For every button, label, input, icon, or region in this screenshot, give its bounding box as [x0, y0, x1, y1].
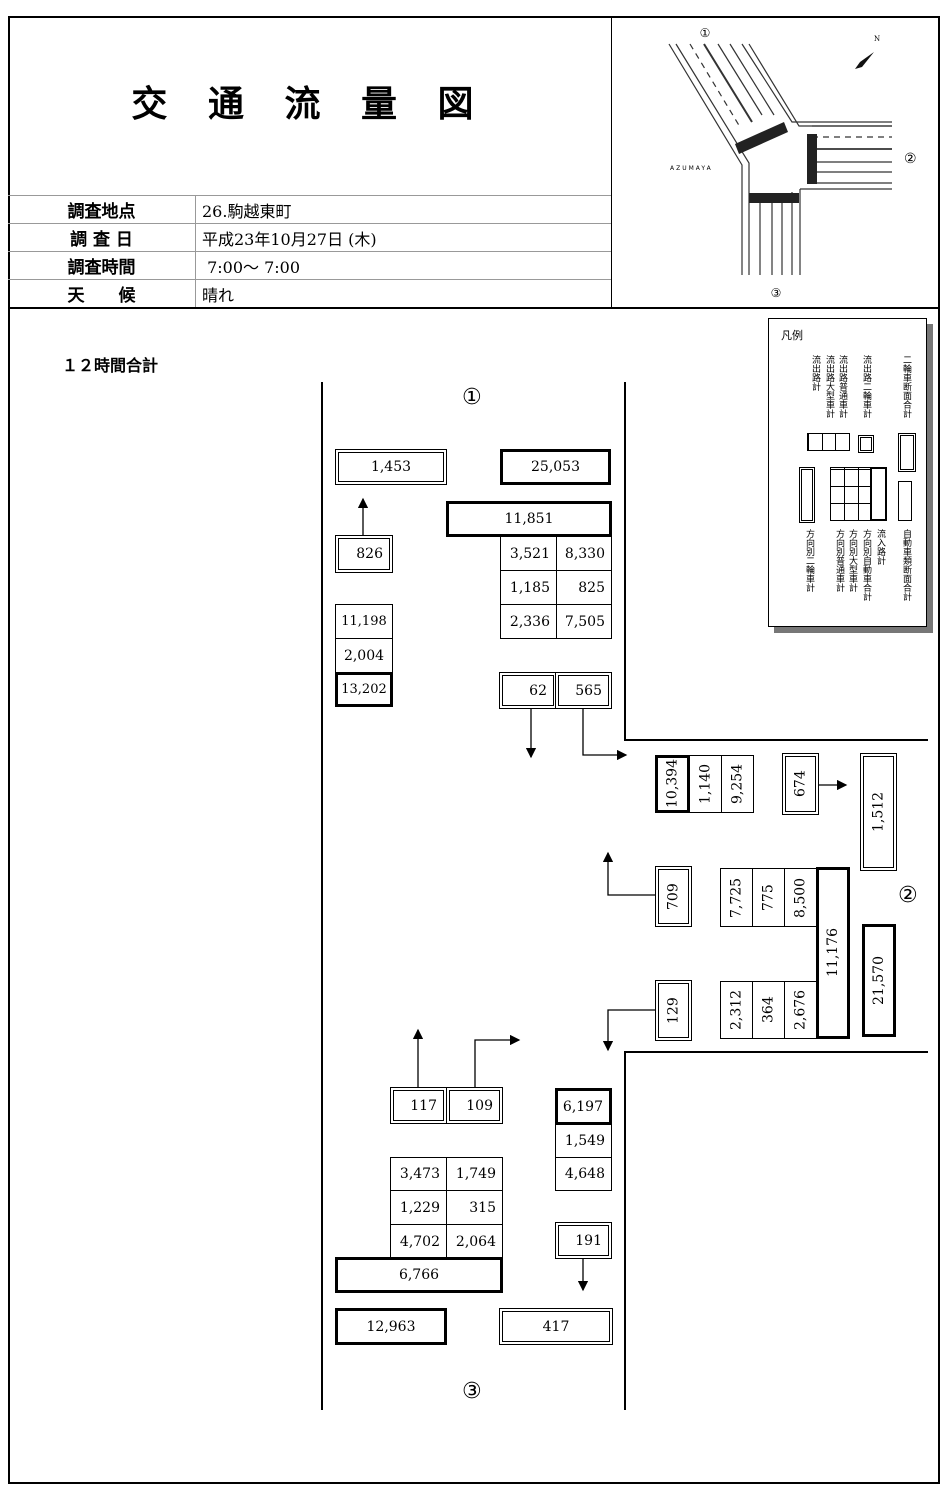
info-row-time: 調査時間 7:00～ 7:00	[8, 251, 611, 279]
a3-outflow-bike: 191	[555, 1222, 612, 1259]
a2-grid-cell: 775	[752, 868, 785, 927]
legend-dir-large: 方向別大型車計	[847, 529, 857, 592]
a3-grid-cell: 315	[446, 1190, 503, 1225]
map-approach-2: ②	[904, 151, 917, 167]
legend-bike-cross: 二輪車断面合計	[901, 355, 911, 418]
legend-outflow-box	[807, 433, 850, 451]
legend-out-total: 流出路計	[810, 355, 820, 391]
intersection-map: ① ② ③ AZUMAYA N	[668, 26, 917, 300]
legend-out-large: 流出路大型車計	[824, 355, 834, 418]
a3-grid-cell: 2,064	[446, 1224, 503, 1259]
a3-grid-cell: 1,229	[390, 1190, 447, 1225]
a1-grid-cell: 8,330	[556, 536, 612, 571]
legend-auto-cross-box	[898, 481, 912, 521]
a2-outflow-total: 10,394	[655, 755, 690, 813]
info-label: 天 候	[8, 280, 196, 307]
a1-outflow-bike: 565	[555, 672, 612, 709]
info-label: 調査地点	[8, 196, 196, 223]
a3-inflow-total: 6,766	[335, 1257, 503, 1293]
map-approach-1: ①	[700, 26, 711, 40]
north-icon: N	[874, 35, 880, 43]
info-row-date: 調 査 日平成23年10月27日 (木)	[8, 223, 611, 251]
legend-title: 凡例	[781, 329, 803, 342]
a2-grid-cell: 2,676	[784, 981, 817, 1039]
a1-direction-bike: 826	[335, 535, 393, 573]
a3-auto-cross-total: 12,963	[335, 1308, 447, 1345]
a1-bike-cross-total: 1,453	[335, 449, 447, 485]
a3-direction-bike: 109	[446, 1087, 503, 1124]
a1-grid-cell: 2,336	[500, 604, 557, 639]
legend-direction-bike-box	[799, 467, 815, 523]
a2-outflow-bike: 674	[782, 753, 819, 815]
legend-dir-auto: 方向別自動車合計	[861, 529, 871, 601]
info-value: 7:00～ 7:00	[202, 257, 301, 277]
info-row-location: 調査地点 26.駒越東町	[8, 195, 611, 223]
a1-auto-cross-total: 25,053	[500, 449, 611, 485]
a2-grid-cell: 364	[752, 981, 785, 1039]
legend: 凡例 流出路計 流出路大型車計 流出路普通車計 流出路二輪車計 二輪車断面合計 …	[768, 318, 927, 627]
info-value: 平成23年10月27日 (木)	[202, 229, 377, 249]
a3-grid-cell: 1,749	[446, 1157, 503, 1191]
a2-grid-cell: 7,725	[720, 868, 753, 927]
info-row-weather: 天 候晴れ	[8, 279, 611, 307]
info-value: 晴れ	[202, 285, 235, 305]
legend-out-normal: 流出路普通車計	[837, 355, 847, 418]
map-place-label: AZUMAYA	[670, 165, 713, 172]
a2-direction-bike: 709	[655, 866, 692, 927]
section-label: １２時間合計	[62, 356, 159, 375]
approach-1-label: ①	[462, 385, 482, 410]
a1-inflow-total: 11,851	[446, 501, 612, 537]
a1-grid-cell: 1,185	[500, 570, 557, 605]
info-value: 26.駒越東町	[202, 201, 292, 221]
a1-grid-cell: 3,521	[500, 536, 557, 571]
a3-bike-cross-total: 417	[499, 1308, 613, 1345]
a3-grid-cell: 3,473	[390, 1157, 447, 1191]
header-bottom-line	[8, 307, 940, 309]
a2-grid-cell: 2,312	[720, 981, 753, 1039]
a1-outflow-normal: 11,198	[335, 604, 393, 639]
a1-outflow-bike: 62	[499, 672, 557, 709]
a1-outflow-total: 13,202	[335, 672, 393, 707]
approach-3-label: ③	[462, 1379, 482, 1404]
a3-outflow-normal: 4,648	[555, 1157, 612, 1191]
a2-grid-cell: 8,500	[784, 868, 817, 927]
legend-inflow-box	[870, 467, 887, 521]
legend-out-bike: 流出路二輪車計	[861, 355, 871, 418]
header-divider	[611, 16, 612, 308]
a3-outflow-large: 1,549	[555, 1124, 612, 1158]
info-label: 調査時間	[8, 252, 196, 279]
a2-inflow-total: 11,176	[816, 867, 850, 1039]
a3-grid-cell: 4,702	[390, 1224, 447, 1259]
a1-grid-cell: 7,505	[556, 604, 612, 639]
page-frame	[8, 16, 940, 1484]
a1-outflow-large: 2,004	[335, 638, 393, 673]
approach-2-label: ②	[898, 883, 918, 908]
a1-grid-cell: 825	[556, 570, 612, 605]
legend-bike-cross-box	[898, 433, 916, 472]
a3-direction-bike: 117	[390, 1087, 447, 1124]
page-title: 交 通 流 量 図	[131, 84, 488, 125]
map-approach-3: ③	[771, 286, 782, 300]
legend-dir-normal: 方向別普通車計	[834, 529, 844, 592]
legend-auto-cross: 自動車類断面合計	[901, 529, 911, 601]
a2-direction-bike: 129	[655, 980, 692, 1041]
a2-outflow-normal: 9,254	[721, 755, 754, 813]
a2-outflow-large: 1,140	[689, 755, 722, 813]
info-label: 調 査 日	[8, 224, 196, 251]
a3-outflow-total: 6,197	[555, 1088, 612, 1125]
a2-bike-cross-total: 1,512	[860, 753, 897, 871]
legend-dir-bike: 方向別二輪車計	[804, 529, 814, 592]
a2-auto-cross-total: 21,570	[862, 924, 896, 1037]
legend-in-total: 流入路計	[875, 529, 885, 565]
legend-bike-box	[858, 435, 874, 453]
